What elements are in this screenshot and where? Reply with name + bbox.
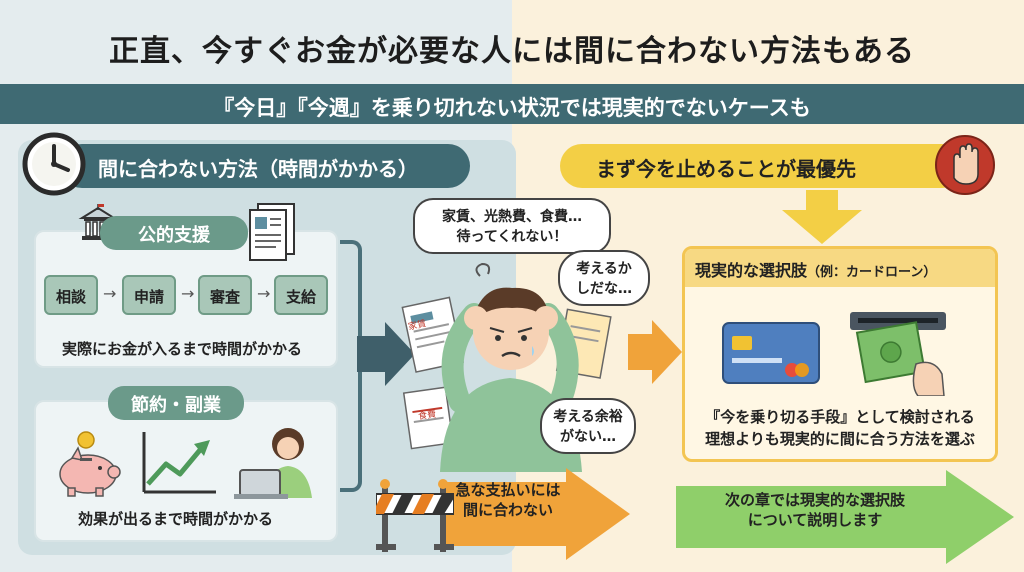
step-apply: 申請: [122, 275, 176, 315]
dark-arrow-body: [357, 336, 387, 372]
left-header-pill: [60, 144, 470, 188]
piggy-bank-icon: [59, 431, 121, 497]
document-stack-icon: [249, 203, 295, 261]
woman-laptop-icon: [234, 428, 312, 499]
bottom-middle-line: 急な支払いには: [455, 481, 561, 499]
realistic-options-title-main: 現実的な選択肢: [695, 261, 808, 280]
realistic-options-note: 『今を乗り切る手段』として検討される 理想よりも現実的に間に合う方法を選ぶ: [690, 406, 990, 450]
down-arrow-icon: [782, 190, 862, 244]
step-payment: 支給: [274, 275, 328, 315]
credit-card-icon: [722, 322, 820, 384]
next-chapter-line: について説明します: [747, 511, 883, 529]
realistic-options-title-example: （例：カードローン）: [807, 265, 937, 280]
clock-icon: [22, 132, 86, 196]
right-header-text: まず今を止めることが最優先: [596, 157, 856, 181]
dark-arrow-icon: [385, 322, 415, 386]
public-support-note: 実際にお金が入るまで時間がかかる: [62, 340, 303, 358]
left-header-text: 間に合わない方法（時間がかかる）: [98, 157, 418, 181]
page-title: 正直、今すぐお金が必要な人には間に合わない方法もある: [109, 34, 915, 69]
atm-cash-icon: [850, 312, 946, 396]
bubble-line: しだな…: [576, 281, 632, 297]
public-support-tag: 公的支援: [100, 216, 248, 250]
bottom-middle-line: 間に合わない: [462, 501, 553, 519]
orange-arrow-body: [628, 334, 654, 370]
road-barrier-icon: [376, 479, 454, 552]
speech-bubble-no-room: 考える余裕 がない…: [540, 398, 636, 454]
step-consult: 相談: [44, 275, 98, 315]
bubble-line: 考えるか: [576, 261, 632, 277]
savings-note: 効果が出るまで時間がかかる: [78, 510, 274, 528]
bottom-orange-arrow: [440, 468, 630, 560]
next-chapter-text: 次の章では現実的な選択肢 について説明します: [700, 490, 930, 530]
stressed-man-illustration: [401, 262, 612, 472]
bubble-line: 家賃、光熱費、食費…: [442, 209, 582, 225]
realistic-options-note-line: 『今を乗り切る手段』として検討される: [705, 408, 975, 426]
bottom-green-arrow: [676, 470, 1014, 564]
realistic-options-note-line: 理想よりも現実的に間に合う方法を選ぶ: [705, 430, 975, 448]
stop-hand-icon: [935, 135, 995, 195]
bubble-line: 考える余裕: [553, 409, 623, 425]
savings-tag: 節約・副業: [108, 386, 244, 420]
orange-arrow-icon: [652, 320, 682, 384]
next-chapter-line: 次の章では現実的な選択肢: [724, 491, 905, 509]
step-review: 審査: [198, 275, 252, 315]
realistic-options-header: [685, 249, 995, 287]
step-arrow-icon: →: [181, 284, 195, 303]
speech-bubble-thinking: 考えるか しだな…: [558, 250, 650, 306]
speech-bubble-rent: 家賃、光熱費、食費… 待ってくれない！: [413, 198, 611, 254]
subtitle-bar: [0, 84, 1024, 124]
bubble-line: がない…: [560, 429, 616, 445]
bubble-line: 待ってくれない！: [456, 229, 568, 245]
food-bill-label: 食費: [417, 409, 437, 423]
step-arrow-icon: →: [103, 284, 117, 303]
right-header-pill: [560, 144, 964, 188]
bottom-middle-text: 急な支払いには 間に合わない: [453, 480, 563, 520]
page-subtitle: 『今日』『今週』を乗り切れない状況では現実的でないケースも: [213, 96, 811, 120]
realistic-options-title: 現実的な選択肢（例：カードローン）: [695, 257, 936, 281]
growth-chart-icon: [142, 432, 216, 494]
step-arrow-icon: →: [257, 284, 271, 303]
